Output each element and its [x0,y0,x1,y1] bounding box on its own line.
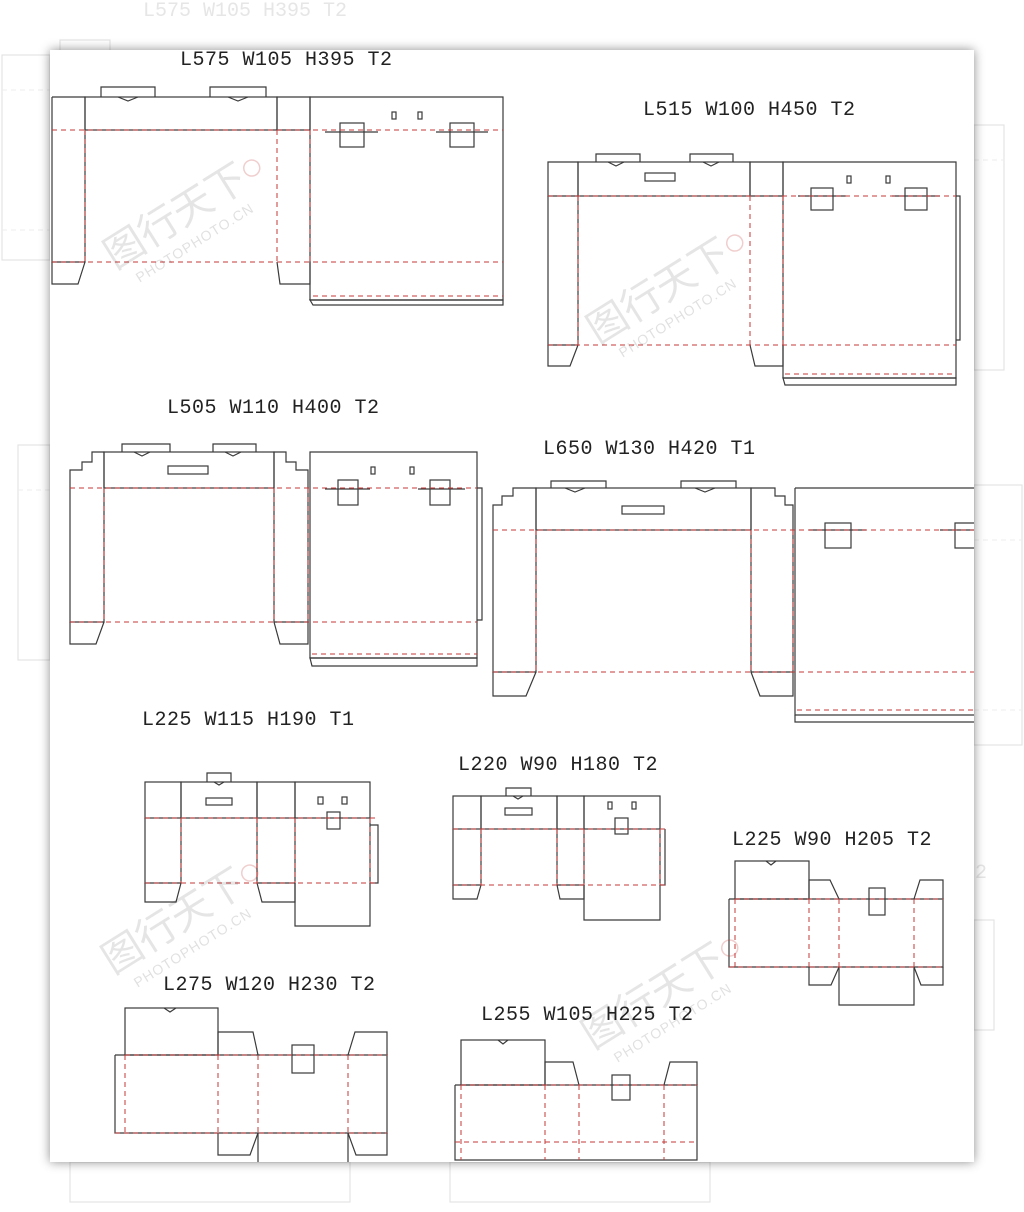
dieline-l575: L575 W105 H395 T2 [51,50,504,306]
dieline-label: L220 W90 H180 T2 [458,754,658,777]
dieline-label: L505 W110 H400 T2 [167,397,380,420]
dieline-label: L275 W120 H230 T2 [163,974,376,997]
watermark-4: 图行天下 PHOTOPHOTO.CN [574,935,739,1065]
dieline-l225-w90: L225 W90 H205 T2 [728,829,944,1006]
watermark-1: 图行天下 PHOTOPHOTO.CN [96,155,261,285]
ghost-digit: 2 [975,862,987,885]
dieline-label: L650 W130 H420 T1 [543,438,756,461]
dieline-l505: L505 W110 H400 T2 [69,397,483,667]
dieline-label: L515 W100 H450 T2 [643,99,856,122]
dieline-l650: L650 W130 H420 T1 [492,438,974,723]
box-dieline-diagrams: L575 W105 H395 T2 L515 W100 H450 T2 [51,50,974,1162]
dieline-l225-w115: L225 W115 H190 T1 [142,709,379,927]
dieline-l255: L255 W105 H225 T2 [454,1004,698,1161]
watermark-2: 图行天下 PHOTOPHOTO.CN [579,230,744,360]
ghost-label: L575 W105 H395 T2 [143,0,347,23]
dieline-label: L225 W115 H190 T1 [142,709,355,732]
dieline-l275: L275 W120 H230 T2 [114,974,388,1162]
dieline-label: L225 W90 H205 T2 [732,829,932,852]
dieline-l515: L515 W100 H450 T2 [547,99,961,386]
dieline-l220: L220 W90 H180 T2 [452,754,666,921]
drawing-sheet: L575 W105 H395 T2 L515 W100 H450 T2 [50,50,974,1162]
dieline-label: L255 W105 H225 T2 [481,1004,694,1027]
dieline-label: L575 W105 H395 T2 [180,50,393,72]
